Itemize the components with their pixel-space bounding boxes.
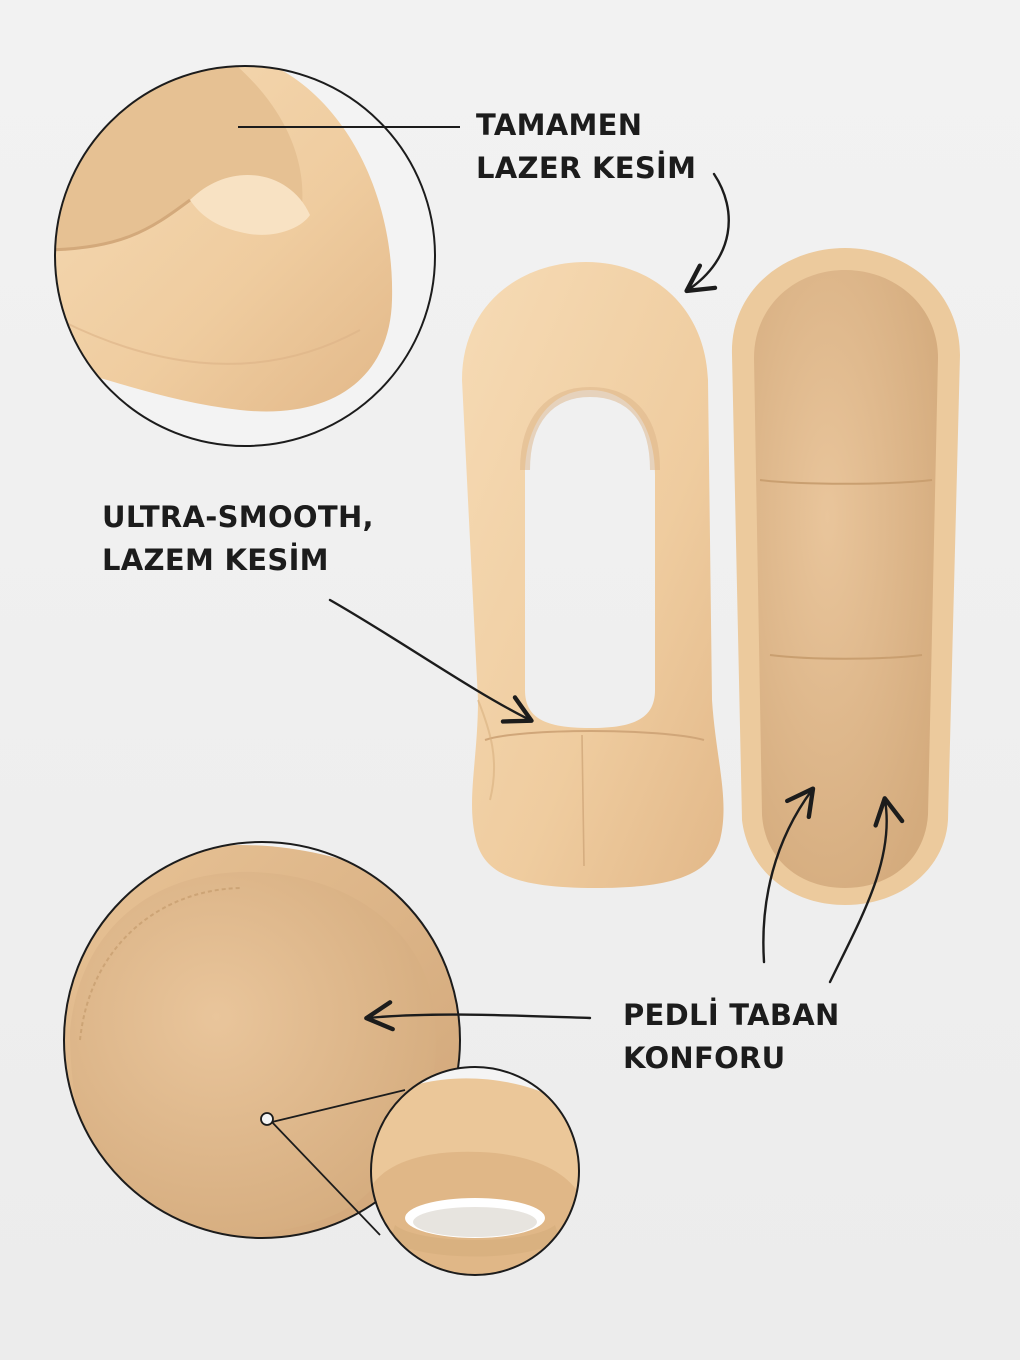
laser-cut-label-line2: LAZER KESİM xyxy=(476,151,697,185)
padded-sole-arrow-left xyxy=(364,1000,592,1032)
ultra-smooth-arrow xyxy=(328,598,534,724)
padded-sole-label: PEDLİ TABAN KONFORU xyxy=(623,994,840,1080)
ultra-smooth-label: ULTRA-SMOOTH, LAZEM KESİM xyxy=(102,496,374,582)
padded-sole-arrow-mid xyxy=(762,786,816,964)
laser-cut-arrow xyxy=(684,172,730,294)
cutout-sock xyxy=(462,262,724,888)
laser-cut-label: TAMAMEN LAZER KESİM xyxy=(476,104,696,190)
padded-sole-label-line1: PEDLİ TABAN xyxy=(623,998,840,1032)
ultra-smooth-label-line2: LAZEM KESİM xyxy=(102,543,329,577)
padded-sole-arrow-right xyxy=(828,796,905,984)
top-detail-circle xyxy=(54,65,436,447)
padded-sole-label-line2: KONFORU xyxy=(623,1041,786,1075)
ultra-smooth-label-line1: ULTRA-SMOOTH, xyxy=(102,500,374,534)
padded-sock xyxy=(731,248,960,905)
laser-cut-label-line1: TAMAMEN xyxy=(476,108,643,142)
